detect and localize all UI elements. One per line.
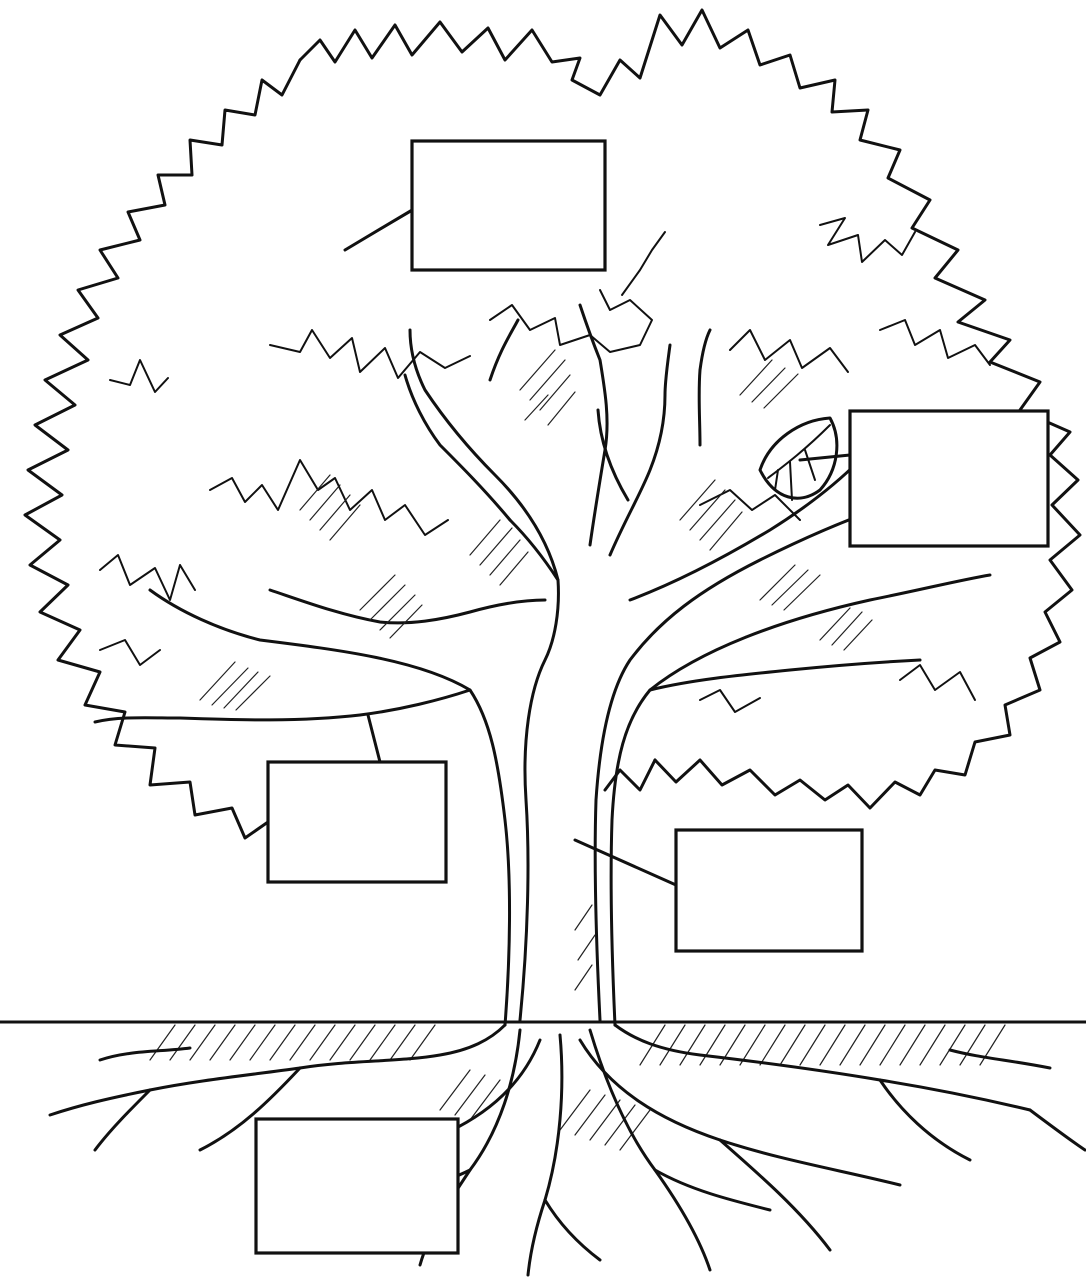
canopy-outline-right-low <box>605 760 655 790</box>
leaf-drawing <box>760 418 837 500</box>
leaves-pointer <box>345 210 412 250</box>
label-box-branch[interactable] <box>268 762 446 882</box>
trunk-pointer <box>575 840 676 885</box>
label-box-trunk[interactable] <box>676 830 862 951</box>
label-box-roots[interactable] <box>256 1119 458 1253</box>
label-box-leaves[interactable] <box>412 141 605 270</box>
roots <box>50 1025 1085 1275</box>
branch-pointer <box>368 715 380 762</box>
label-box-leaf[interactable] <box>850 411 1048 546</box>
